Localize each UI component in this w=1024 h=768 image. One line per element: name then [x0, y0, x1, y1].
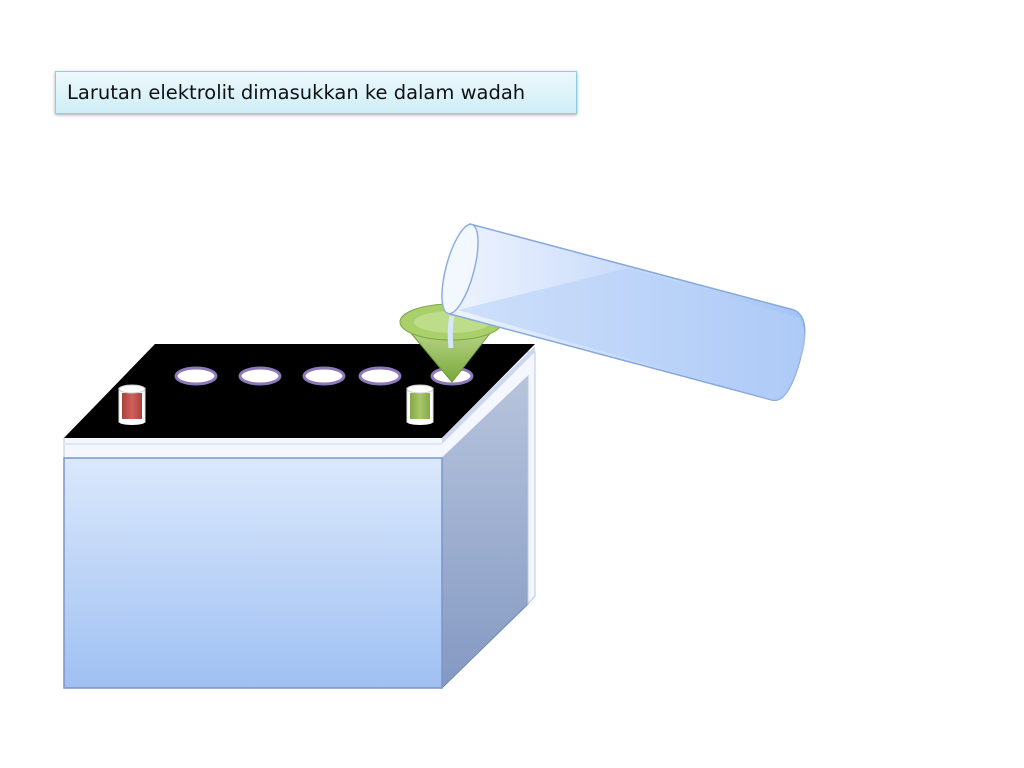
- test-tube-icon: [441, 223, 806, 401]
- caption-box: Larutan elektrolit dimasukkan ke dalam w…: [55, 71, 577, 114]
- terminal-negative: [118, 384, 146, 425]
- battery-front-face: [63, 457, 443, 689]
- cell-cap: [238, 366, 282, 386]
- cell-cap: [358, 366, 402, 386]
- cell-cap: [174, 366, 218, 386]
- cell-cap: [302, 366, 346, 386]
- terminal-positive: [406, 384, 434, 425]
- battery-icon: [63, 344, 536, 690]
- caption-text: Larutan elektrolit dimasukkan ke dalam w…: [67, 81, 526, 104]
